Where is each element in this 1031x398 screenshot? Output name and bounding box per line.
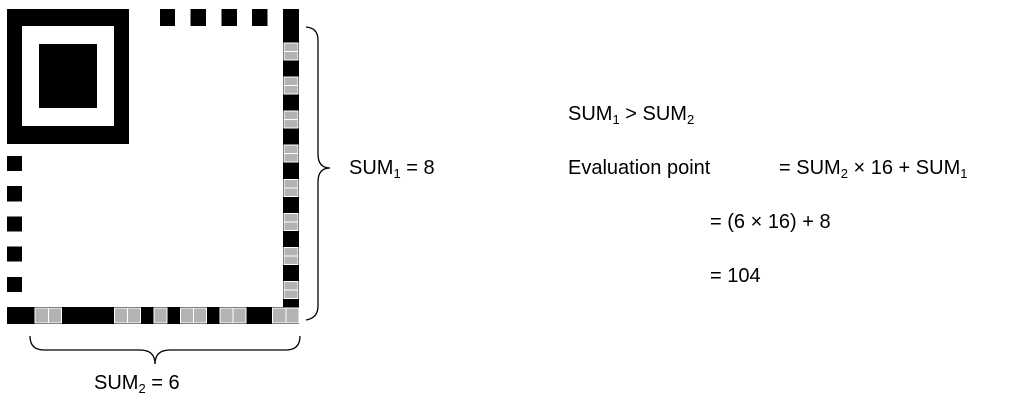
top-cell (175, 9, 191, 26)
sum2-label-value: = 6 (145, 372, 180, 394)
top-cell (221, 9, 237, 26)
formula-sum1-base: SUM (915, 157, 961, 179)
bottom-timing-cells (34, 307, 300, 324)
right-cell (283, 212, 299, 223)
right-cell (283, 178, 299, 189)
comparison-line: SUM1 > SUM2 (568, 102, 694, 126)
formula-result: = 104 (710, 265, 761, 287)
left-cell (7, 216, 22, 232)
formula-rhs: = SUM2 × 16 + SUM1 (779, 156, 967, 180)
top-cell (159, 9, 176, 26)
right-cell (283, 289, 299, 299)
right-cell (283, 42, 299, 53)
sum2-label: SUM2 = 6 (94, 371, 180, 395)
right-brace (305, 26, 331, 321)
top-cell (129, 9, 145, 26)
formula-label: Evaluation point (568, 157, 711, 179)
left-cell (7, 246, 22, 262)
formula-multiplier: × 16 + (847, 157, 916, 179)
right-cell (283, 119, 299, 129)
bottom-cell (127, 307, 142, 324)
right-cell (283, 255, 299, 265)
formula-sum2-base: SUM (796, 157, 841, 179)
bottom-cell (153, 307, 168, 324)
left-cell (7, 276, 22, 292)
sum2-label-subscript: 2 (138, 381, 146, 396)
sum1-label-value: = 8 (400, 157, 435, 179)
formula-equals: = (779, 157, 797, 179)
sum1-label-subscript: 1 (393, 166, 401, 181)
bottom-cell (219, 307, 234, 324)
right-cell (283, 280, 299, 291)
formula-sum2-subscript: 2 (840, 166, 848, 181)
bottom-cell (285, 307, 300, 324)
right-cell (283, 144, 299, 155)
comparison-right-base: SUM (642, 103, 687, 125)
right-cell (283, 153, 299, 163)
bottom-cell (192, 307, 208, 324)
right-cell (283, 187, 299, 197)
top-cell (190, 9, 206, 26)
right-cell (283, 85, 299, 95)
top-cell (252, 9, 268, 26)
right-cell (283, 51, 299, 61)
right-cell (283, 76, 299, 87)
formula-sum1-subscript: 1 (960, 166, 968, 181)
top-cell (267, 9, 283, 26)
right-cell (283, 246, 299, 257)
formula-step-1: = (6 × 16) + 8 (710, 211, 831, 233)
top-cell (144, 9, 160, 26)
left-cell (7, 156, 22, 172)
comparison-left-base: SUM (568, 103, 613, 125)
top-timing-cells (129, 9, 283, 26)
bottom-cell (47, 307, 63, 324)
left-cell (7, 186, 22, 202)
bottom-cell (272, 307, 287, 324)
right-cell (283, 110, 299, 121)
bottom-cell (232, 307, 247, 324)
data-matrix-symbol (7, 9, 300, 324)
finder-core (39, 44, 97, 108)
comparison-operator: > (619, 103, 643, 125)
bottom-brace (29, 335, 301, 365)
bottom-cell (34, 307, 49, 324)
sum1-label: SUM1 = 8 (349, 156, 435, 180)
left-timing-cells (7, 156, 22, 292)
comparison-left-subscript: 1 (612, 112, 620, 127)
sum2-label-base: SUM (94, 372, 139, 394)
top-cell (236, 9, 253, 26)
bottom-cell (113, 307, 129, 324)
bottom-cell (179, 307, 194, 324)
sum1-label-base: SUM (349, 157, 394, 179)
comparison-right-subscript: 2 (686, 112, 695, 127)
right-timing-cells (283, 42, 299, 299)
right-cell (283, 221, 299, 231)
top-cell (206, 9, 222, 26)
